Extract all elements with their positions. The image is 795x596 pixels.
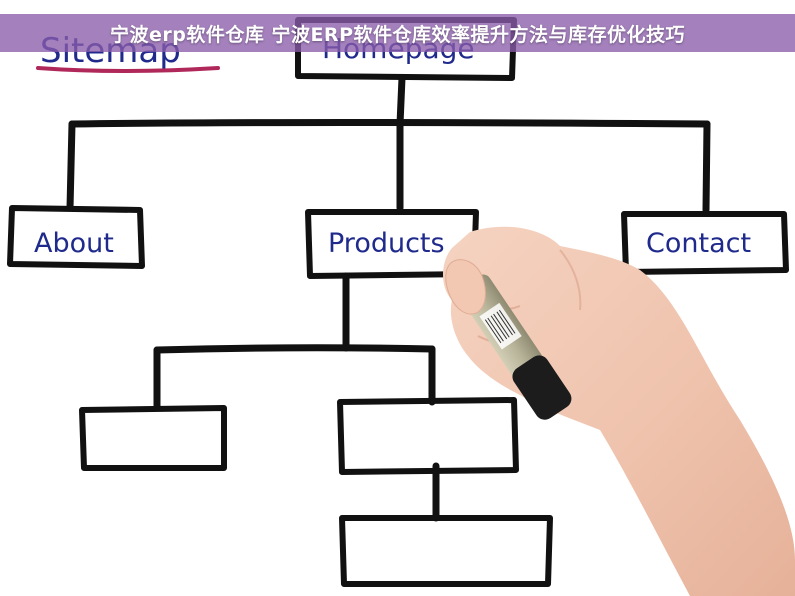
empty-box-bottom xyxy=(339,515,553,587)
empty-box-left xyxy=(79,405,227,471)
about-box xyxy=(7,205,145,269)
banner-title: 宁波erp软件仓库 宁波ERP软件仓库效率提升方法与库存优化技巧 xyxy=(109,23,685,46)
about-label: About xyxy=(34,228,114,259)
contact-label: Contact xyxy=(646,228,751,259)
hand-with-marker xyxy=(443,226,795,596)
marker-label xyxy=(479,302,522,350)
title-banner: 宁波erp软件仓库 宁波ERP软件仓库效率提升方法与库存优化技巧 xyxy=(0,14,795,52)
sitemap-underline xyxy=(36,66,220,73)
empty-box-middle xyxy=(337,397,519,475)
products-label: Products xyxy=(328,228,445,259)
thumb xyxy=(445,259,486,315)
hand-skin xyxy=(443,226,795,596)
sitemap-connectors xyxy=(66,74,711,522)
empty-child-boxes xyxy=(79,397,553,587)
contact-box xyxy=(621,211,789,275)
marker-cap xyxy=(512,355,572,420)
